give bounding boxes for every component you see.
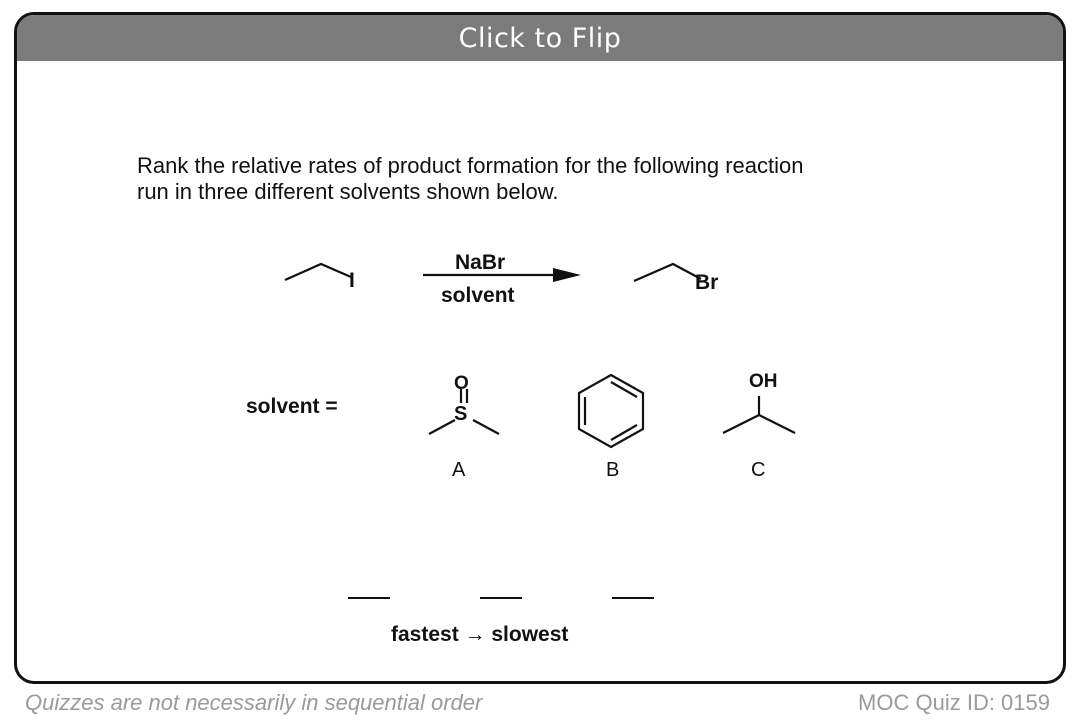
flip-label: Click to Flip	[458, 22, 622, 54]
dmso-structure-icon	[428, 389, 500, 435]
question-line-2: run in three different solvents shown be…	[137, 179, 559, 204]
dmso-sulfur-label: S	[454, 403, 468, 425]
solvent-c-label: C	[751, 459, 766, 481]
footer-disclaimer: Quizzes are not necessarily in sequentia…	[25, 690, 483, 715]
ethyl-bromide-structure	[633, 262, 702, 283]
ethyl-iodide-structure	[284, 262, 352, 282]
question-line-1: Rank the relative rates of product forma…	[137, 153, 804, 178]
flashcard[interactable]: Click to Flip Rank the relative rates of…	[14, 12, 1066, 684]
question-text: Rank the relative rates of product forma…	[137, 153, 997, 205]
benzene-structure-icon	[577, 373, 645, 449]
reactant-iodine-label: I	[349, 269, 355, 292]
product-bromine-label: Br	[695, 271, 719, 294]
answer-blank-3[interactable]	[612, 597, 654, 599]
isopropanol-structure-icon	[722, 396, 796, 434]
reaction-arrow-icon	[423, 268, 581, 282]
quiz-id-label: MOC Quiz ID: 0159	[858, 690, 1050, 715]
solvent-a-label: A	[452, 459, 466, 481]
reagent-label: NaBr	[455, 251, 506, 274]
solvent-b-label: B	[606, 459, 620, 481]
flip-card-button[interactable]: Click to Flip	[17, 15, 1063, 61]
condition-label: solvent	[441, 284, 515, 307]
answer-blank-1[interactable]	[348, 597, 390, 599]
order-label: fastest → slowest	[391, 623, 569, 646]
isopropanol-oh-label: OH	[749, 371, 778, 392]
dmso-oxygen-label: O	[454, 373, 469, 394]
answer-blank-2[interactable]	[480, 597, 522, 599]
solvent-equals-label: solvent =	[246, 395, 338, 418]
